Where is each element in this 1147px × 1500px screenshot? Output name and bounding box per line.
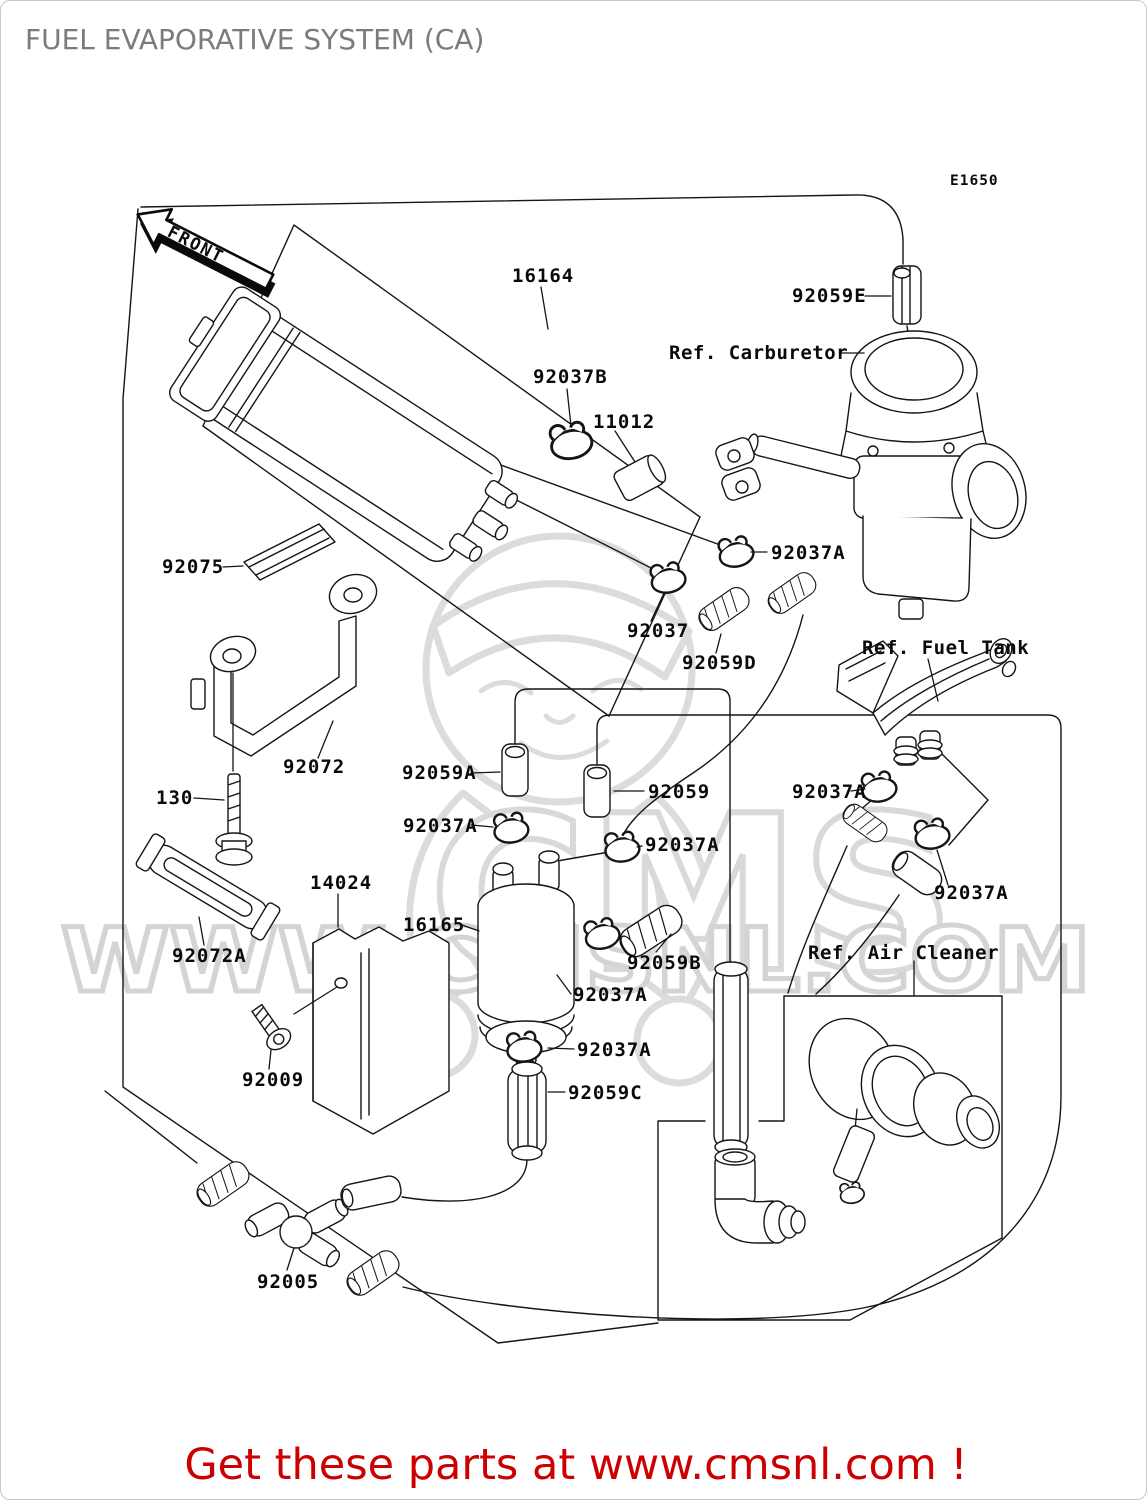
carburetor-drawing bbox=[715, 330, 1027, 620]
hose-92059 bbox=[583, 764, 611, 818]
part-label-92009: 92009 bbox=[242, 1069, 304, 1091]
footer-link-text[interactable]: Get these parts at www.cmsnl.com ! bbox=[184, 1440, 967, 1490]
part-label-92037a-1: 92037A bbox=[771, 542, 846, 564]
ref-label-air-cleaner: Ref. Air Cleaner bbox=[808, 942, 999, 964]
hose-92059e bbox=[892, 265, 922, 325]
watermark-mascot-bandana bbox=[429, 580, 693, 681]
watermark-site-text: WWW.CMSNL.COM bbox=[61, 909, 1091, 1012]
part-label-92037a-4: 92037A bbox=[645, 834, 720, 856]
part-label-14024: 14024 bbox=[310, 872, 372, 894]
part-label-130: 130 bbox=[156, 787, 193, 809]
part-label-92059: 92059 bbox=[648, 781, 710, 803]
part-label-92059c: 92059C bbox=[568, 1082, 643, 1104]
part-label-16164: 16164 bbox=[512, 265, 574, 287]
fuel-tank-fitting bbox=[836, 637, 1017, 766]
hose-bottom-left bbox=[192, 1156, 254, 1212]
part-label-92059e: 92059E bbox=[792, 285, 867, 307]
part-label-92037a-3: 92037A bbox=[403, 815, 478, 837]
ref-label-fuel-tank: Ref. Fuel Tank bbox=[862, 637, 1029, 659]
hose-92059d bbox=[694, 582, 754, 636]
page-title: FUEL EVAPORATIVE SYSTEM (CA) bbox=[25, 23, 484, 56]
diagram-code: E1650 bbox=[950, 173, 999, 189]
hose-92059c bbox=[507, 1061, 547, 1161]
leader-lines bbox=[193, 286, 949, 1271]
part-label-92072: 92072 bbox=[283, 756, 345, 778]
screw-92009 bbox=[251, 986, 338, 1051]
part-label-92037a-5: 92037A bbox=[934, 882, 1009, 904]
part-label-92059d: 92059D bbox=[682, 652, 757, 674]
part-label-92005: 92005 bbox=[257, 1271, 319, 1293]
part-label-92037b: 92037B bbox=[533, 366, 608, 388]
part-label-92075: 92075 bbox=[162, 556, 224, 578]
hose-92059a bbox=[501, 743, 529, 797]
enclosure-lines bbox=[122, 194, 1003, 1344]
strap-92072a bbox=[135, 833, 281, 941]
bracket-92072 bbox=[190, 573, 378, 757]
part-label-92037a-7: 92037A bbox=[577, 1039, 652, 1061]
part-label-11012: 11012 bbox=[593, 411, 655, 433]
part-label-92059b: 92059B bbox=[627, 952, 702, 974]
air-cleaner-box bbox=[657, 995, 1003, 1321]
bolt-130 bbox=[215, 672, 253, 866]
hose-bottom-mid bbox=[340, 1175, 402, 1211]
hose-carb-joint bbox=[763, 568, 821, 618]
ref-label-carburetor: Ref. Carburetor bbox=[669, 342, 848, 364]
canister-ports bbox=[449, 480, 519, 562]
part-label-92037a-6: 92037A bbox=[573, 984, 648, 1006]
part-label-92037a-2: 92037A bbox=[792, 781, 867, 803]
part-label-92037: 92037 bbox=[627, 620, 689, 642]
elbow-fitting bbox=[714, 1148, 806, 1244]
cover-14024 bbox=[312, 926, 450, 1135]
canister-16164 bbox=[169, 286, 519, 562]
hose-routes bbox=[104, 325, 1062, 1320]
part-labels: E1650 16164 92059E Ref. Carburetor 92037… bbox=[156, 173, 1029, 1293]
air-cleaner-drawing bbox=[808, 1017, 1001, 1206]
part-label-92072a: 92072A bbox=[172, 945, 247, 967]
hose-bottom-low bbox=[342, 1245, 404, 1301]
part-label-16165: 16165 bbox=[403, 914, 465, 936]
hose-tank-b bbox=[891, 850, 943, 896]
part-label-92059a: 92059A bbox=[402, 762, 477, 784]
plate-92075 bbox=[243, 523, 336, 581]
cap-11012 bbox=[613, 454, 667, 502]
drain-tube bbox=[713, 961, 749, 1155]
front-arrow: FRONT bbox=[136, 208, 276, 298]
t-fitting-92005 bbox=[244, 1198, 349, 1268]
